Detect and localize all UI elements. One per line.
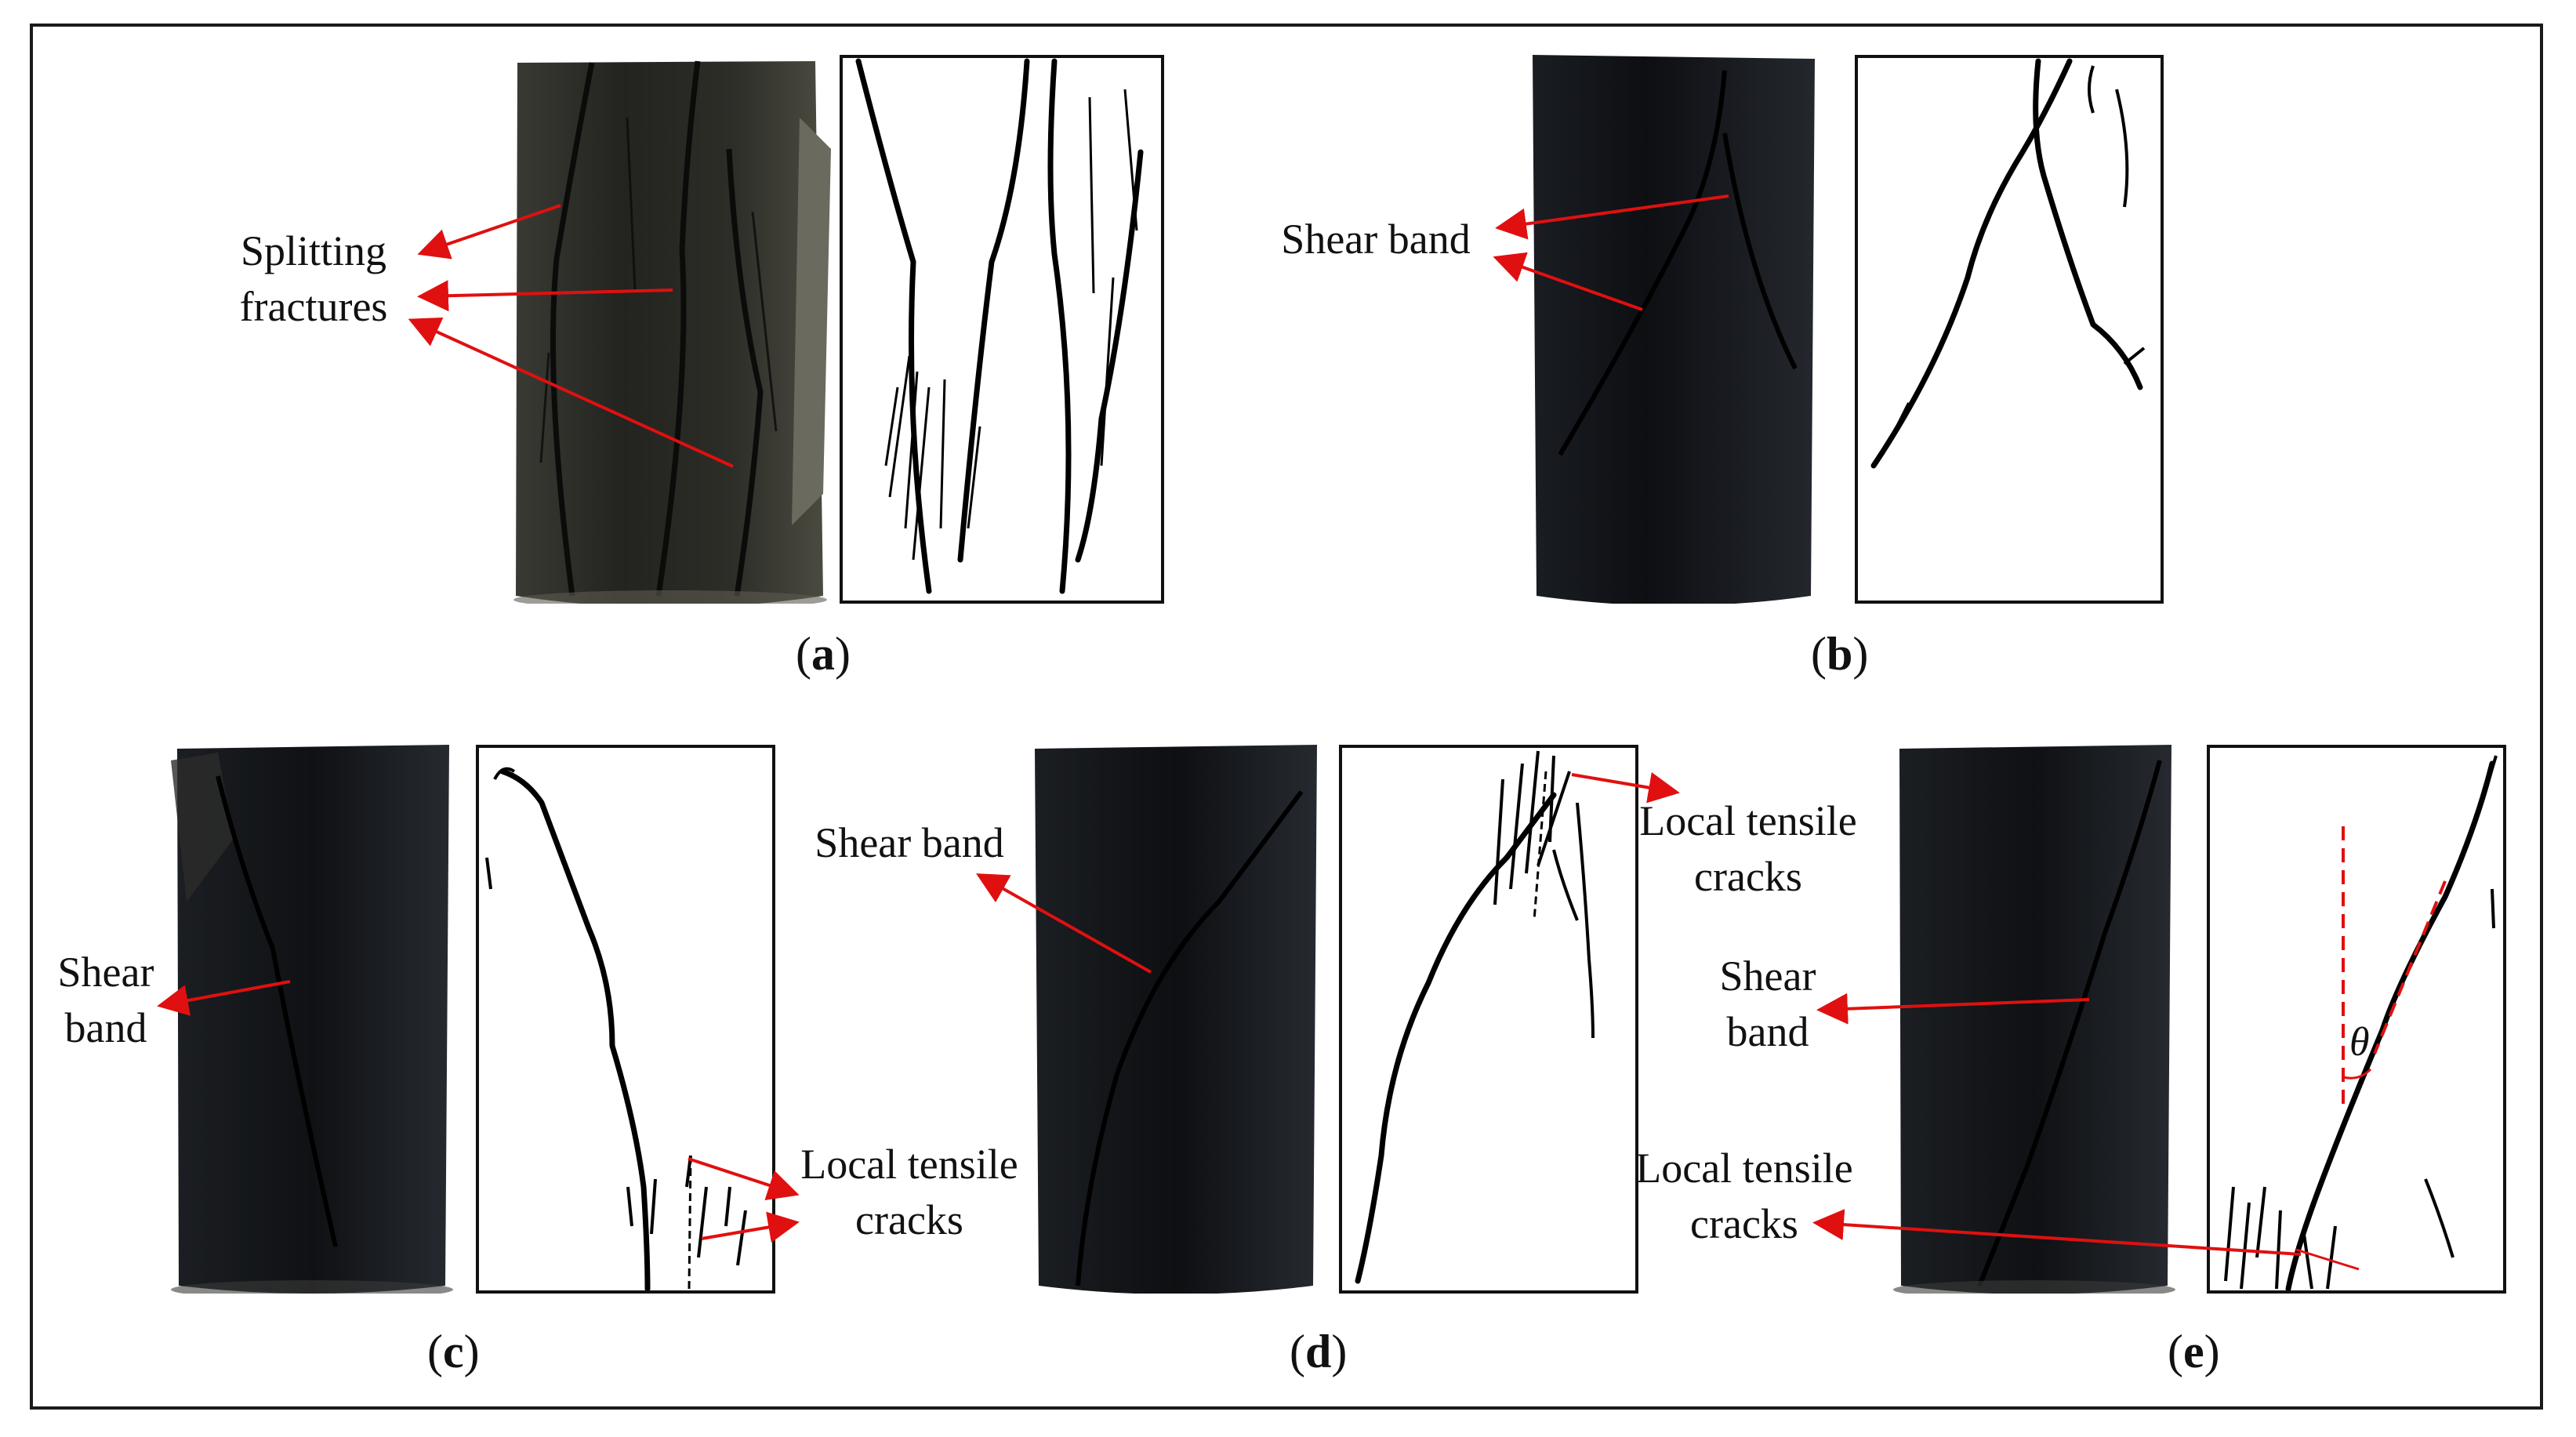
specimen-photo-d (1035, 745, 1317, 1294)
angle-theta-symbol: θ (2349, 1020, 2370, 1065)
caption-d: (d) (1290, 1326, 1348, 1377)
specimen-photo-b (1533, 55, 1815, 604)
crack-sketch-e (2207, 745, 2506, 1294)
label-shear-band-d: Shear band (815, 819, 1004, 866)
crack-lines-b (1870, 58, 2146, 469)
label-shear-band-b: Shear band (1281, 216, 1471, 263)
crack-sketch-d (1339, 745, 1638, 1294)
label-local-tensile-cracks-d: Local tensile cracks (1639, 797, 1857, 901)
crack-lines-c (485, 767, 747, 1292)
label-local-tensile-cracks-c: Local tensile cracks (800, 1141, 1018, 1244)
caption-b: (b) (1811, 628, 1869, 680)
specimen-photo-e (1893, 745, 2175, 1294)
crack-lines-a (855, 58, 1144, 594)
label-splitting-fractures: Splitting fractures (239, 227, 388, 331)
crack-sketch-b (1855, 55, 2164, 604)
caption-a: (a) (796, 628, 851, 680)
label-shear-band-e: Shear band (1719, 953, 1816, 1056)
label-local-tensile-cracks-e: Local tensile cracks (1635, 1145, 1853, 1248)
label-shear-band-c: Shear band (57, 949, 154, 1052)
specimen-photo-a (513, 60, 831, 604)
crack-sketch-c (476, 745, 775, 1294)
caption-e: (e) (2168, 1326, 2220, 1377)
crack-lines-d (1355, 750, 1595, 1284)
crack-sketch-a (840, 55, 1164, 604)
figure-frame (30, 24, 2543, 1410)
caption-c: (c) (427, 1326, 480, 1377)
specimen-photo-c (171, 745, 453, 1294)
